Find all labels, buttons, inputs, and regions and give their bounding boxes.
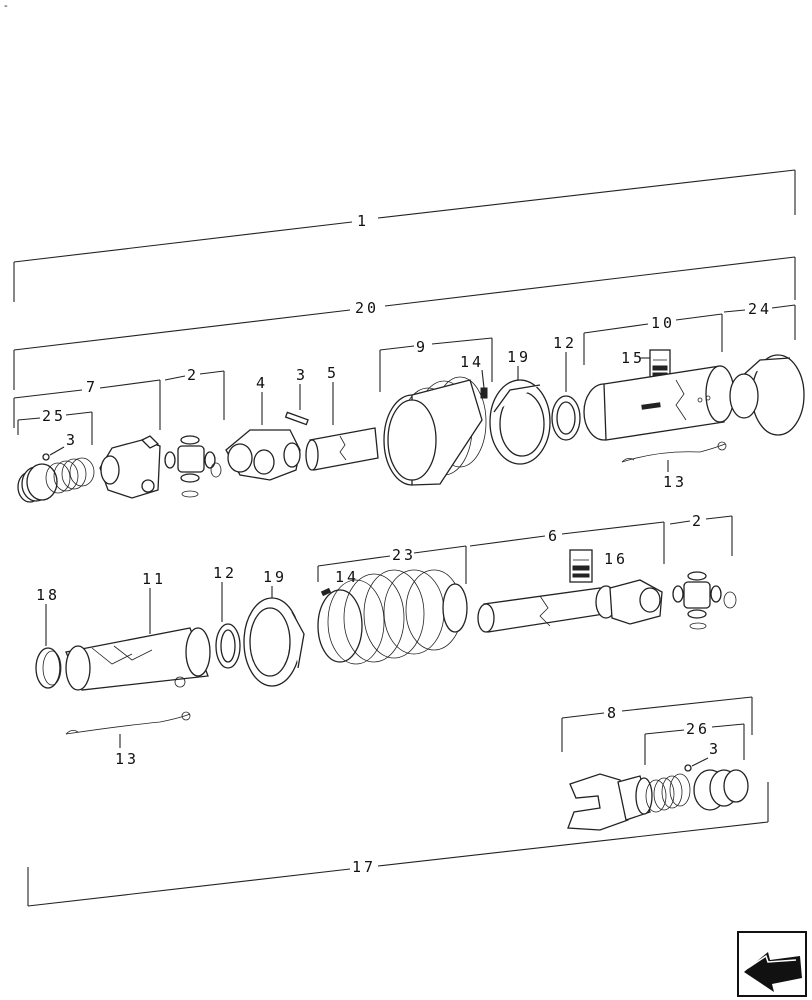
callout-26: 26 bbox=[686, 720, 710, 738]
part-18-end-cap bbox=[35, 647, 62, 689]
callout-4: 4 bbox=[256, 374, 268, 392]
part-26-seal-rings bbox=[645, 764, 749, 813]
part-8-yoke bbox=[567, 773, 653, 831]
bracket-6: 6 bbox=[469, 521, 665, 564]
callout-14-middle: 14 bbox=[335, 568, 359, 586]
callout-12-middle: 12 bbox=[213, 564, 237, 582]
callout-15: 15 bbox=[621, 349, 645, 367]
callout-10: 10 bbox=[651, 314, 675, 332]
part-6-shaft-yoke bbox=[477, 579, 663, 633]
bracket-8: 8 bbox=[561, 696, 753, 752]
bracket-7: 7 bbox=[13, 378, 161, 430]
part-23-bellows bbox=[317, 569, 468, 665]
part-2-cross-lower bbox=[672, 571, 737, 630]
callout-6: 6 bbox=[548, 527, 560, 545]
callout-19-middle: 19 bbox=[263, 568, 287, 586]
part-25-seal-rings bbox=[17, 453, 95, 503]
callout-13-upper: 13 bbox=[663, 473, 687, 491]
callout-14-upper: 14 bbox=[460, 353, 484, 371]
part-13-chain-lower: 13 bbox=[65, 711, 191, 768]
part-7-yoke bbox=[99, 435, 161, 499]
bracket-23: 23 bbox=[317, 545, 467, 584]
part-13-chain-upper: 13 bbox=[621, 441, 727, 491]
callout-11: 11 bbox=[142, 570, 166, 588]
callout-5: 5 bbox=[327, 364, 339, 382]
corner-mark: - bbox=[4, 0, 8, 12]
callout-23: 23 bbox=[392, 546, 416, 564]
bracket-20: 20 bbox=[13, 256, 796, 390]
bracket-1: 1 bbox=[13, 169, 796, 302]
callout-8: 8 bbox=[607, 704, 619, 722]
part-19-cone-middle bbox=[243, 597, 305, 687]
callout-3-pin: 3 bbox=[296, 366, 308, 384]
callout-20: 20 bbox=[355, 299, 379, 317]
bracket-10: 10 bbox=[583, 313, 723, 365]
part-4-yoke: 4 bbox=[225, 374, 301, 481]
callout-17: 17 bbox=[352, 858, 376, 876]
part-14-screw-upper bbox=[480, 387, 488, 399]
part-3-pin bbox=[284, 411, 309, 426]
part-24-end-cone bbox=[729, 354, 805, 436]
part-10-shield-tube bbox=[583, 365, 735, 441]
part-11-shield-tube bbox=[65, 627, 211, 691]
bracket-9: 9 bbox=[379, 337, 493, 392]
callout-13-lower: 13 bbox=[115, 750, 139, 768]
part-15-warning-label bbox=[649, 349, 671, 381]
bracket-25: 25 bbox=[17, 407, 93, 445]
bracket-2-lower: 2 bbox=[669, 512, 733, 556]
part-9-bellows bbox=[383, 376, 487, 486]
part-19-cone-upper bbox=[489, 379, 551, 465]
callout-19-upper: 19 bbox=[507, 348, 531, 366]
callout-2-upper: 2 bbox=[187, 366, 199, 384]
callout-12-upper: 12 bbox=[553, 334, 577, 352]
part-12-ring-upper bbox=[551, 395, 581, 441]
callout-16: 16 bbox=[604, 550, 628, 568]
callout-25: 25 bbox=[42, 407, 66, 425]
part-14-screw-middle bbox=[320, 587, 332, 597]
callout-2-lower: 2 bbox=[692, 512, 704, 530]
part-5-tube: 5 bbox=[305, 364, 379, 471]
callout-1: 1 bbox=[357, 212, 369, 230]
back-arrow-icon[interactable] bbox=[737, 931, 807, 997]
callout-7: 7 bbox=[86, 378, 98, 396]
callout-3-left: 3 bbox=[66, 431, 78, 449]
bracket-26: 26 bbox=[644, 720, 745, 765]
part-16-warning-label bbox=[569, 549, 593, 583]
bracket-2-upper: 2 bbox=[164, 366, 225, 420]
bracket-17: 17 bbox=[27, 782, 769, 907]
bracket-24: 24 bbox=[723, 300, 796, 340]
callout-18: 18 bbox=[36, 586, 60, 604]
callout-24: 24 bbox=[748, 300, 772, 318]
part-2-cross-upper bbox=[164, 435, 222, 498]
part-12-ring-middle bbox=[215, 623, 241, 669]
callout-3-lower: 3 bbox=[709, 740, 721, 758]
callout-9: 9 bbox=[416, 338, 428, 356]
